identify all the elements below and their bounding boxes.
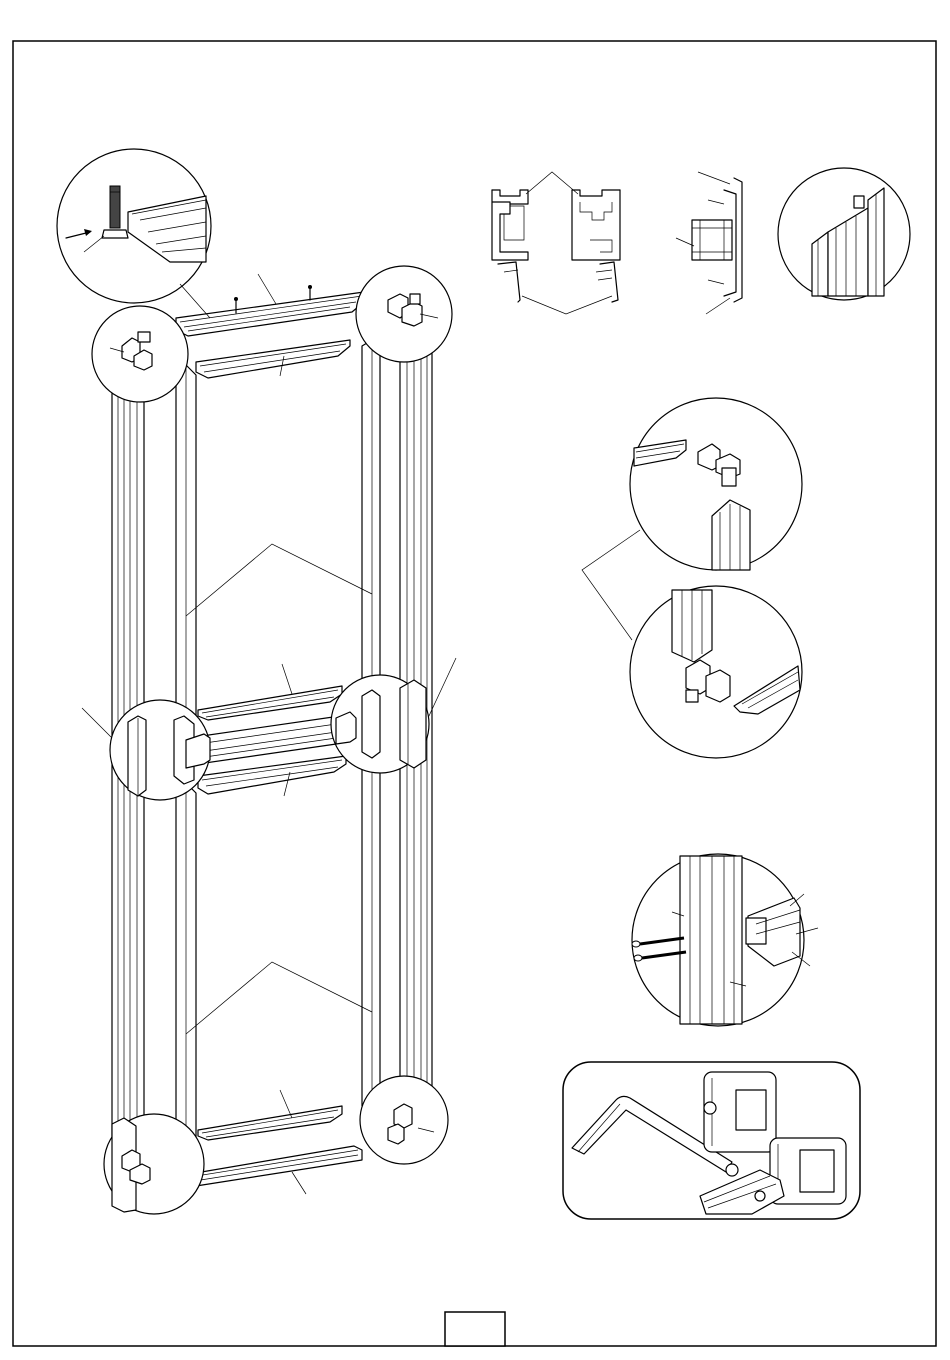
bracket-insert-detail-top xyxy=(630,398,802,570)
middle-connector-right xyxy=(331,675,429,773)
corner-connector-bottom-left xyxy=(104,1114,204,1214)
right-inner-profile-lower xyxy=(362,754,380,1114)
main-frame-assembly xyxy=(57,149,456,1214)
profile-cross-section-pair xyxy=(492,172,620,314)
page-number-box xyxy=(445,1312,505,1346)
bolt-detail-inset xyxy=(57,149,211,318)
middle-crossbar xyxy=(188,716,350,764)
top-rail-front xyxy=(176,285,364,336)
corner-connector-bottom-right xyxy=(360,1076,448,1164)
middle-connector-left xyxy=(110,700,210,800)
middle-rail-upper xyxy=(198,686,342,720)
right-inner-profile-upper xyxy=(362,340,380,696)
bracket-upper-icon xyxy=(704,1072,776,1152)
middle-rail-lower xyxy=(198,756,346,794)
corner-connector-top-right xyxy=(356,266,452,362)
bottom-rail-front xyxy=(178,1146,362,1186)
top-rail-back xyxy=(196,340,350,378)
screw-fixing-detail xyxy=(632,854,818,1026)
bottom-rail-back xyxy=(198,1106,342,1140)
profile-cross-section-single xyxy=(676,172,742,314)
rail-bolt-icon xyxy=(308,285,312,300)
bracket-insert-detail-bottom xyxy=(630,586,802,758)
left-inner-profile-upper xyxy=(176,365,196,724)
profile-end-detail xyxy=(778,168,910,300)
corner-connector-top-left xyxy=(92,306,188,402)
allen-key-bracket-panel xyxy=(563,1062,860,1219)
bracket-detail-leader xyxy=(582,530,640,640)
left-inner-profile-lower xyxy=(176,783,196,1144)
